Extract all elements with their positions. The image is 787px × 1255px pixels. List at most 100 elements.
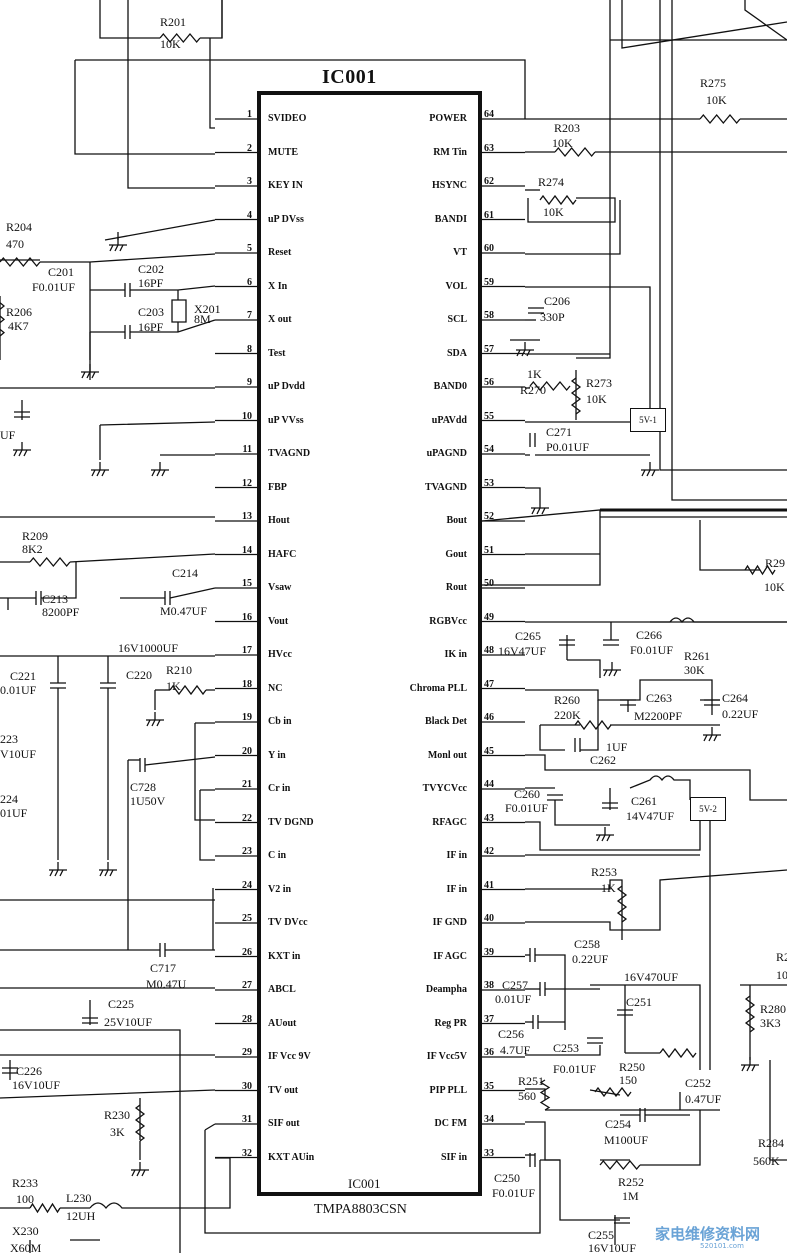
c266-capacitor bbox=[603, 639, 619, 646]
pin-name: Bout bbox=[446, 515, 467, 526]
c255-capacitor bbox=[614, 1217, 630, 1224]
label-r250v: 150 bbox=[619, 1073, 637, 1087]
pin-name: SVIDEO bbox=[268, 113, 307, 124]
label-c253: C253 bbox=[553, 1041, 580, 1055]
label-c256v: 4.7UF bbox=[500, 1043, 531, 1057]
wire bbox=[74, 59, 526, 155]
watermark-url: 520101.com bbox=[700, 1242, 744, 1250]
inductor bbox=[650, 617, 787, 624]
wire bbox=[671, 0, 787, 501]
label-c728: C728 bbox=[130, 780, 157, 794]
wire bbox=[699, 520, 760, 571]
label-c261v: 14V47UF bbox=[626, 809, 675, 823]
c203-capacitor bbox=[124, 325, 131, 339]
label-r260v: 220K bbox=[554, 708, 581, 722]
wire bbox=[525, 487, 541, 500]
wire bbox=[640, 1110, 701, 1166]
pin-name: TVAGND bbox=[424, 481, 467, 493]
label-c221v: 0.01UF bbox=[0, 683, 37, 697]
wire bbox=[554, 800, 610, 826]
label-r280v: 3K3 bbox=[760, 1016, 781, 1030]
ground-symbol bbox=[81, 364, 99, 379]
ground-symbol bbox=[146, 712, 164, 727]
pin-number: 25 bbox=[242, 913, 252, 924]
label-c258v: 0.22UF bbox=[572, 952, 609, 966]
label-l230: L230 bbox=[66, 1191, 92, 1205]
label-r204v: 470 bbox=[6, 237, 24, 251]
inductor-l230 bbox=[60, 1157, 231, 1210]
ground-symbol bbox=[596, 827, 614, 842]
label-r209: R209 bbox=[22, 529, 49, 543]
label-r261: R261 bbox=[684, 649, 711, 663]
pin-name: HSYNC bbox=[431, 180, 467, 191]
pin-name: IF Vcc 9V bbox=[268, 1051, 311, 1062]
r251-resistor bbox=[539, 1079, 551, 1111]
label-c262v: 1UF bbox=[606, 740, 628, 754]
r250b-resistor bbox=[594, 1086, 632, 1098]
pin-name: TVAGND bbox=[268, 448, 311, 459]
label-x230v: X60M bbox=[10, 1241, 42, 1255]
label-c728v: 1U50V bbox=[130, 794, 166, 808]
ground-symbol bbox=[641, 462, 659, 477]
pin-number: 17 bbox=[242, 645, 252, 656]
pin-name: Deampha bbox=[425, 984, 467, 995]
label-r274: R274 bbox=[538, 175, 565, 189]
ground-symbol bbox=[13, 442, 31, 457]
pin-name: uP DVss bbox=[268, 213, 304, 225]
wire bbox=[525, 1045, 601, 1056]
r275-resistor bbox=[699, 113, 741, 125]
pin-number: 16 bbox=[242, 611, 252, 623]
wire bbox=[539, 725, 565, 751]
pin-name: Y in bbox=[268, 749, 286, 761]
pin-number: 14 bbox=[242, 544, 252, 556]
pin-name: VT bbox=[453, 247, 467, 258]
pin-name: IF in bbox=[446, 850, 467, 861]
watermark: 家电维修资料网 bbox=[655, 1225, 761, 1243]
regulator-box-v1: 5V-1 bbox=[630, 408, 666, 432]
label-c257v: 0.01UF bbox=[495, 992, 532, 1006]
ground-symbol bbox=[703, 727, 721, 742]
pin-name: X out bbox=[268, 314, 292, 325]
pin-number: 43 bbox=[484, 812, 494, 824]
label-c257: C257 bbox=[502, 978, 529, 992]
pin-name: KEY IN bbox=[268, 180, 303, 191]
wire bbox=[194, 722, 215, 821]
pin-number: 27 bbox=[242, 980, 252, 991]
wire bbox=[525, 286, 651, 408]
label-uf_l: UF bbox=[0, 428, 16, 442]
label-c203v: 16PF bbox=[138, 320, 164, 334]
label-r2: R2 bbox=[776, 950, 787, 964]
r274-resistor bbox=[539, 194, 577, 206]
pin-name: Cb in bbox=[268, 716, 292, 727]
wire bbox=[0, 1029, 181, 1253]
r270-resistor bbox=[529, 380, 571, 392]
label-c260v: F0.01UF bbox=[505, 801, 549, 815]
r250-resistor bbox=[659, 1047, 697, 1059]
wire bbox=[525, 754, 787, 801]
label-r233v: 100 bbox=[16, 1192, 34, 1206]
label-c214: C214 bbox=[172, 566, 199, 580]
wire bbox=[576, 0, 787, 359]
c261-capacitor bbox=[602, 802, 618, 809]
pin-number: 49 bbox=[484, 611, 494, 623]
label-c201v: F0.01UF bbox=[32, 280, 76, 294]
r206-resistor bbox=[0, 296, 6, 337]
pin-number: 23 bbox=[242, 846, 252, 857]
pin-name: BANDI bbox=[434, 213, 467, 225]
pin-number: 60 bbox=[484, 243, 494, 254]
label-r201v: 10K bbox=[160, 37, 181, 51]
pin-name: C in bbox=[268, 850, 287, 861]
label-c254: C254 bbox=[605, 1117, 632, 1131]
label-c263: C263 bbox=[646, 691, 673, 705]
pin-number: 50 bbox=[484, 578, 494, 589]
wire bbox=[525, 1088, 546, 1100]
pin-number: 52 bbox=[484, 511, 494, 522]
pin-number: 56 bbox=[484, 377, 494, 388]
label-c223: 223 bbox=[0, 732, 18, 746]
ground-symbol bbox=[516, 342, 534, 357]
label-r210: R210 bbox=[166, 663, 193, 677]
c225-capacitor bbox=[82, 1017, 98, 1024]
pin-name: IF GND bbox=[432, 917, 467, 928]
c263-capacitor bbox=[620, 699, 636, 706]
